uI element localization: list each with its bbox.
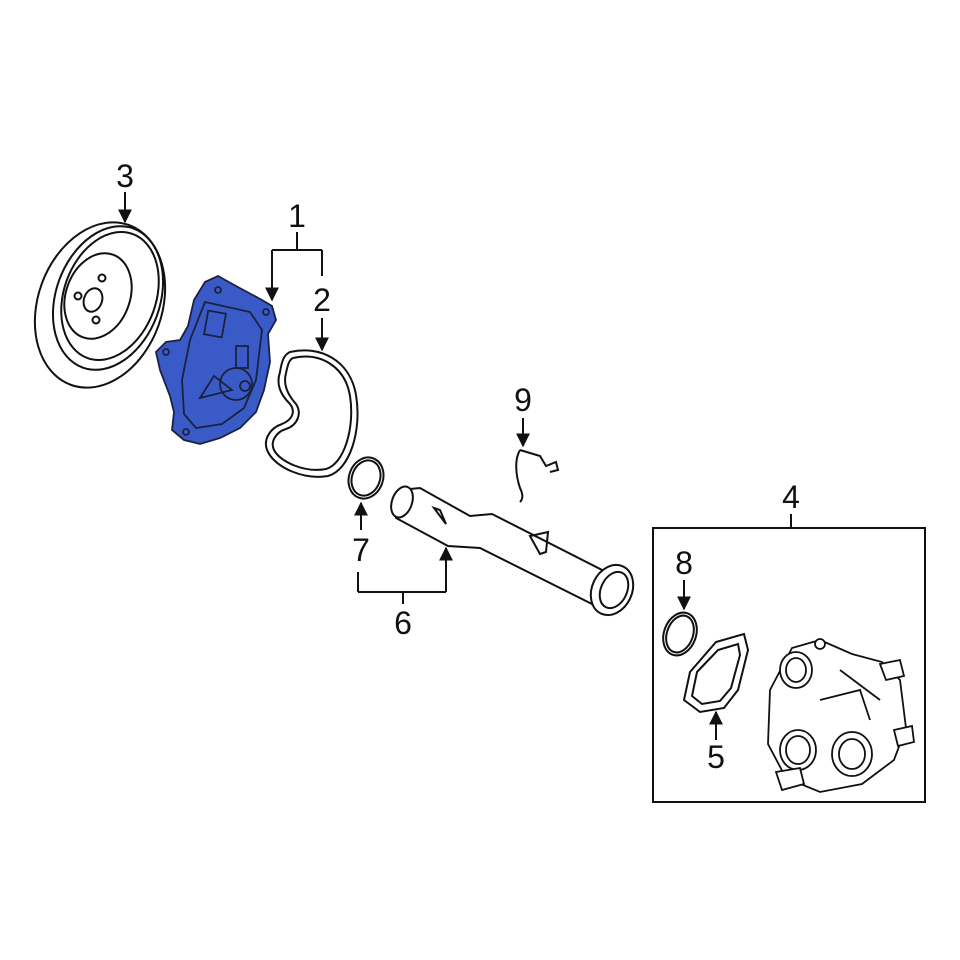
callout-8[interactable]: 8 (675, 545, 693, 581)
thermostat-housing-box (652, 514, 926, 803)
callout-7[interactable]: 7 (352, 532, 370, 568)
callout-5[interactable]: 5 (707, 739, 725, 775)
callout-6-bracket (357, 546, 453, 604)
housing-o-ring-part[interactable] (657, 608, 702, 660)
callout-1-bracket (265, 232, 323, 302)
callout-9[interactable]: 9 (514, 382, 532, 418)
thermostat-housing-part[interactable] (767, 638, 915, 793)
water-pump-part[interactable] (155, 274, 277, 445)
thermostat-housing-gasket-part[interactable] (682, 632, 750, 714)
coolant-pipe-part[interactable] (387, 484, 641, 622)
callout-1[interactable]: 1 (288, 198, 306, 234)
pipe-o-ring-part[interactable] (343, 452, 389, 503)
callout-4[interactable]: 4 (782, 479, 800, 515)
callout-2[interactable]: 2 (313, 282, 331, 318)
callout-3[interactable]: 3 (116, 158, 134, 194)
water-pump-gasket-part[interactable] (264, 349, 359, 478)
retaining-clip-part[interactable] (515, 449, 560, 503)
callout-6[interactable]: 6 (394, 605, 412, 641)
pulley-part[interactable] (13, 204, 188, 406)
